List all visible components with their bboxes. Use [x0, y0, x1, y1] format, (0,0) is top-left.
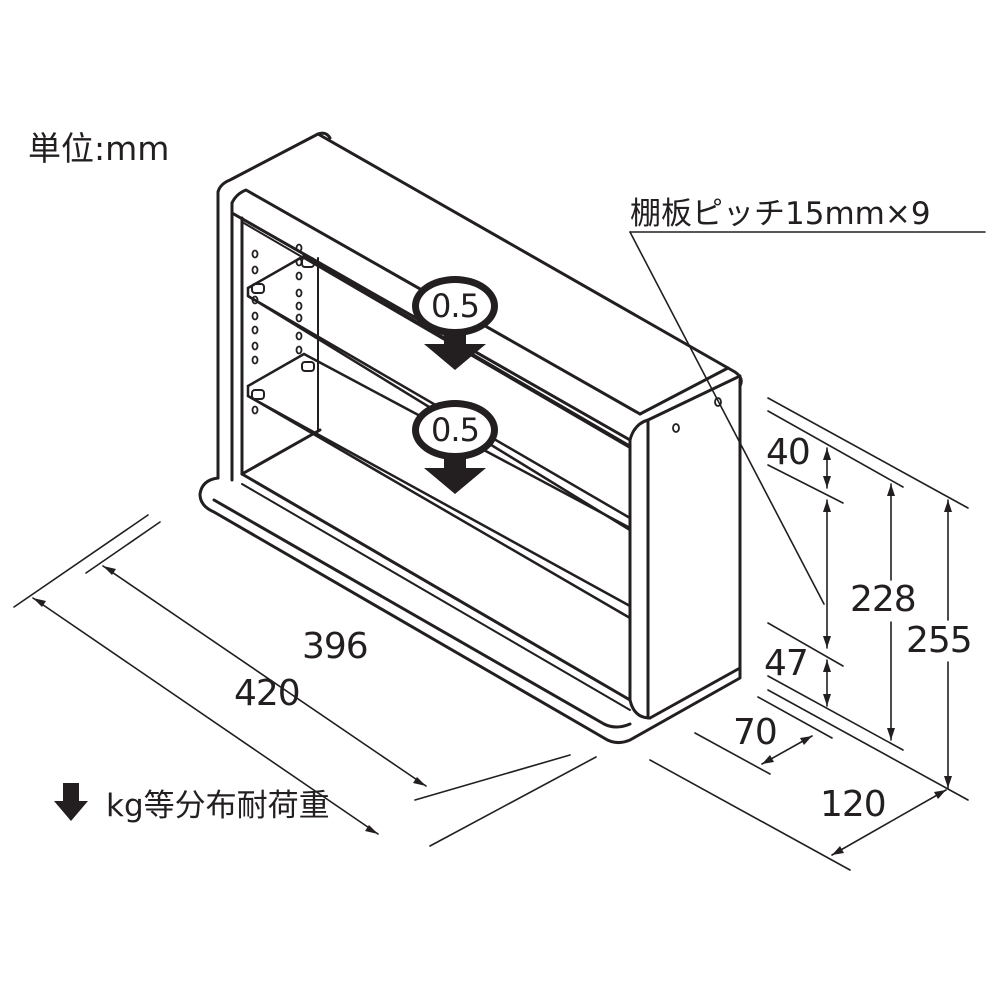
dimension-total-height: 255: [906, 620, 973, 661]
legend-text: kg等分布耐荷重: [106, 788, 330, 824]
arrowheads: [33, 448, 952, 855]
dimension-inner-height: 228: [850, 579, 917, 620]
dimension-lines: [13, 231, 986, 871]
down-arrow-icon: [54, 782, 88, 821]
top-inner-rail: [241, 221, 631, 449]
load-value: 0.5: [431, 411, 480, 449]
shelf-pin-holes: [251, 243, 722, 433]
dimension-base-height: 47: [764, 643, 809, 684]
shelf-pins: [251, 257, 315, 400]
dimension-inner-depth: 70: [733, 712, 778, 753]
load-value: 0.5: [431, 287, 480, 325]
legend: kg等分布耐荷重: [54, 780, 330, 825]
down-arrow-icon: [424, 330, 486, 370]
dimension-total-depth: 120: [820, 784, 887, 825]
load-badge-upper-shelf: 0.5: [412, 276, 498, 336]
down-arrow-icon: [424, 454, 486, 494]
load-arrows: [424, 330, 486, 494]
cabinet-outline: [198, 131, 743, 745]
dimension-outer-width: 420: [234, 673, 301, 714]
load-badge-lower-shelf: 0.5: [412, 400, 498, 460]
dimension-top-gap: 40: [766, 432, 811, 473]
shelf-pitch-label: 棚板ピッチ15mm×9: [630, 196, 931, 232]
dimension-inner-width: 396: [302, 626, 369, 667]
unit-label: 単位:mm: [28, 129, 170, 168]
